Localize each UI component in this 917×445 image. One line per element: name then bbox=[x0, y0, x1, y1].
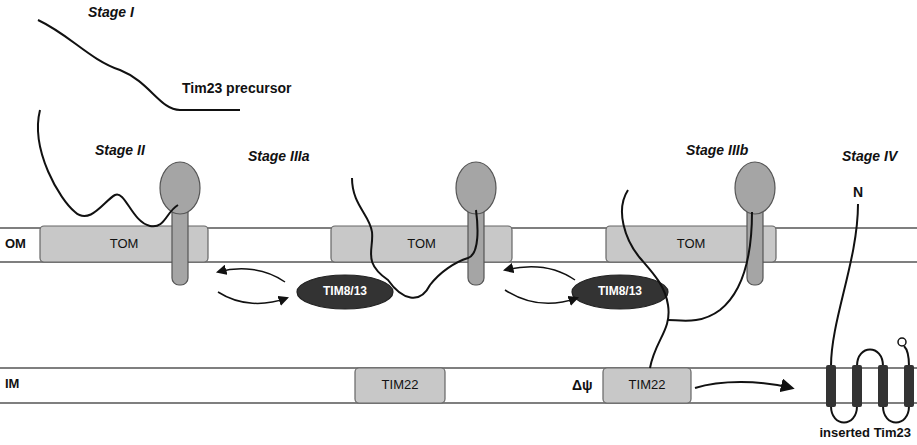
tim8-13-complex: TIM8/13 bbox=[572, 275, 668, 309]
tim23-chain bbox=[38, 20, 909, 423]
terminus-label: N bbox=[853, 184, 863, 200]
tim8-13-complex: TIM8/13 bbox=[297, 275, 393, 309]
complex-name: TIM22 bbox=[380, 378, 421, 393]
complex-name: TOM bbox=[405, 237, 438, 252]
complex-name: TIM8/13 bbox=[596, 285, 644, 299]
stage-label: Stage I bbox=[88, 4, 134, 20]
tim22-complex: TIM22 bbox=[355, 368, 445, 403]
membrane-line bbox=[0, 367, 917, 369]
tom-complex-outline bbox=[331, 226, 512, 262]
membrane-label: OM bbox=[5, 237, 26, 252]
transmembrane-helix bbox=[826, 365, 914, 407]
equilibrium-arrow bbox=[218, 267, 577, 304]
membrane-line bbox=[0, 402, 917, 404]
tim22-complex-outline bbox=[603, 368, 691, 403]
tom-complex: TOM bbox=[606, 226, 776, 262]
complex-name: TOM bbox=[108, 237, 141, 252]
stage-label: Stage IIIa bbox=[248, 148, 309, 164]
complex-name: TIM8/13 bbox=[321, 285, 369, 299]
chain-end bbox=[898, 338, 906, 346]
complex-name: TOM bbox=[675, 237, 708, 252]
tim22-complex-outline bbox=[355, 368, 445, 403]
stage-label: Stage II bbox=[95, 142, 145, 158]
tom-complex: TOM bbox=[40, 226, 208, 262]
protein-label: inserted Tim23 bbox=[819, 426, 911, 441]
precursor-label: Tim23 precursor bbox=[182, 80, 291, 96]
insertion-arrow bbox=[695, 382, 792, 388]
membrane-label: IM bbox=[5, 377, 19, 392]
stage-label: Stage IIIb bbox=[686, 142, 748, 158]
potential-label: Δψ bbox=[572, 377, 593, 393]
complex-name: TIM22 bbox=[627, 378, 668, 393]
tom-receptor bbox=[160, 162, 775, 285]
tom-complex: TOM bbox=[331, 226, 512, 262]
tim8-13-complex-outline bbox=[572, 275, 668, 309]
tim22-complex: TIM22 bbox=[603, 368, 691, 403]
tim8-13-complex-outline bbox=[297, 275, 393, 309]
stage-label: Stage IV bbox=[842, 148, 897, 164]
